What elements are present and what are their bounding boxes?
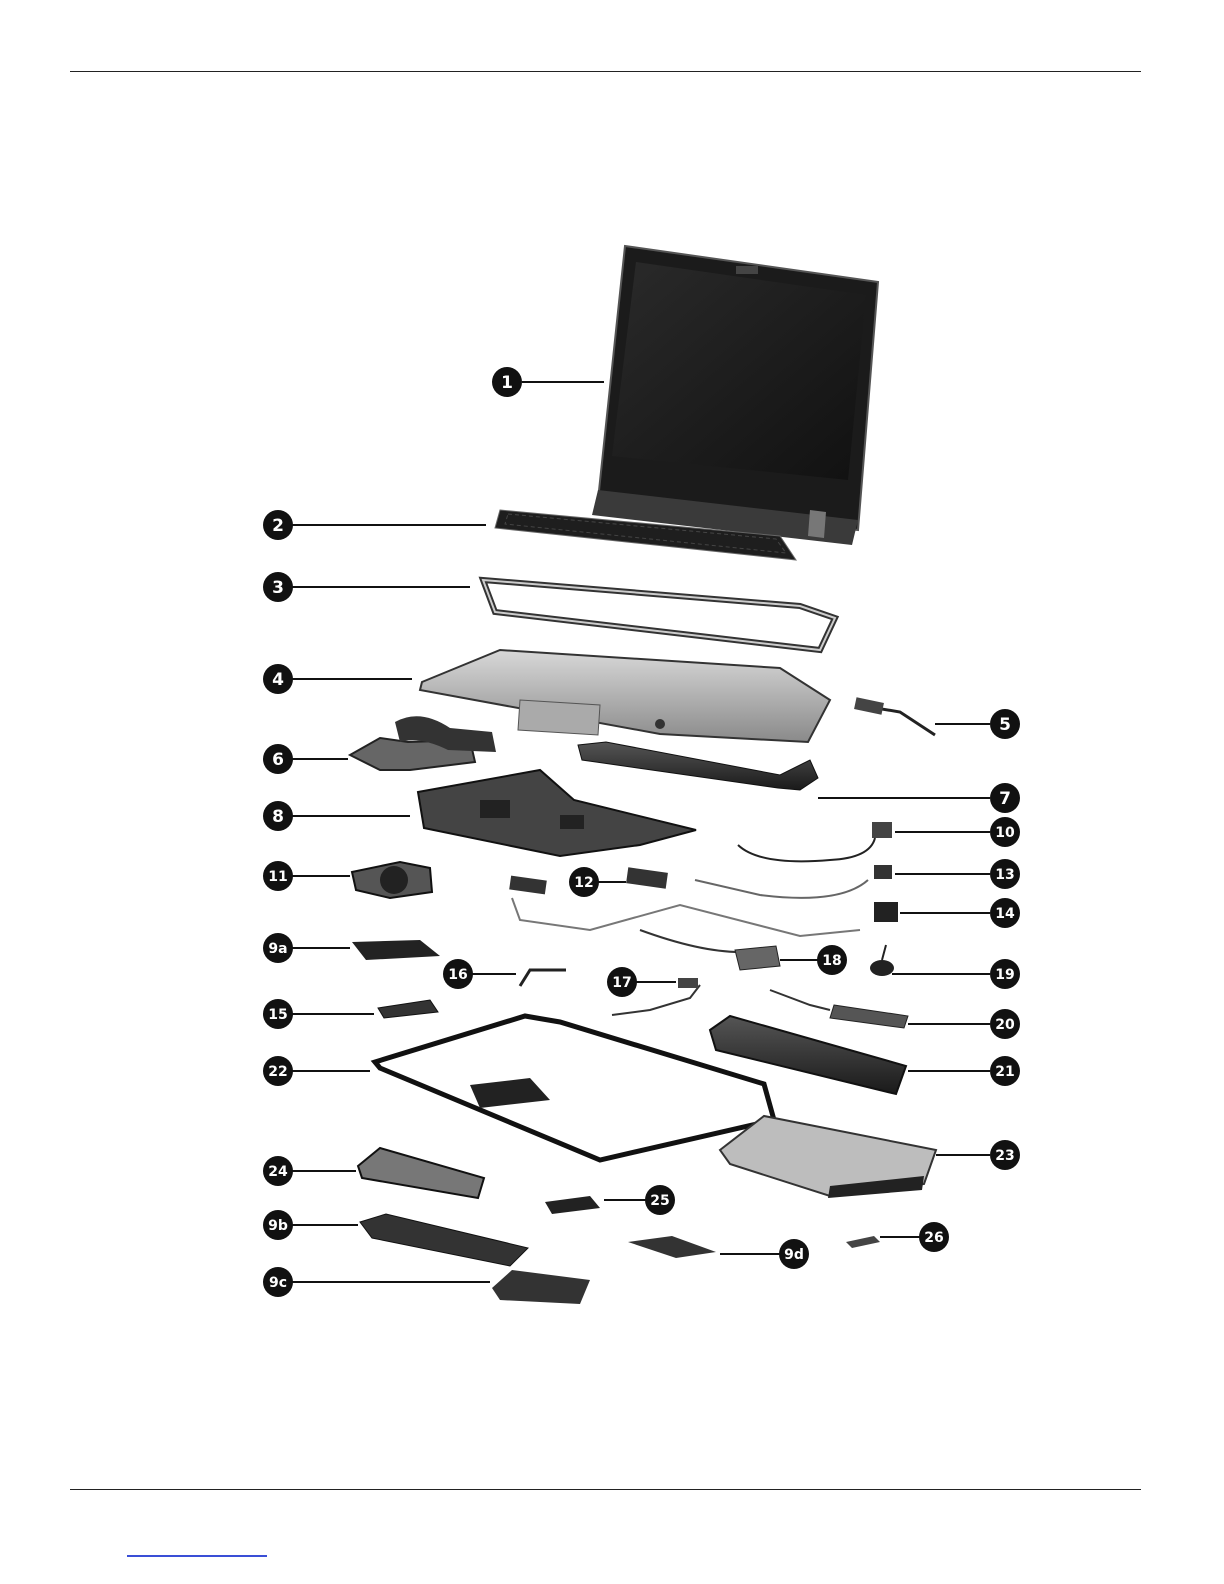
- callout-6-label: 6: [272, 750, 284, 770]
- callout-14-label: 14: [995, 906, 1015, 922]
- callout-2-label: 2: [272, 516, 284, 536]
- callout-12: 12: [569, 867, 599, 897]
- callout-9d-label: 9d: [784, 1247, 804, 1263]
- callout-26-label: 26: [924, 1230, 943, 1246]
- memory-module-cover: [352, 940, 440, 960]
- callout-8: 8: [263, 801, 293, 831]
- memory-module: [378, 1000, 438, 1018]
- callout-15-label: 15: [268, 1007, 287, 1023]
- hard-drive-cover: [360, 1214, 528, 1266]
- usb-board: [640, 930, 780, 970]
- callout-23: 23: [990, 1140, 1020, 1170]
- callout-18-label: 18: [822, 953, 841, 969]
- dc-in-cable: [695, 865, 892, 898]
- callout-15: 15: [263, 999, 293, 1029]
- callout-13: 13: [990, 859, 1020, 889]
- callout-17-label: 17: [612, 975, 631, 991]
- callout-16-label: 16: [448, 967, 467, 983]
- callout-9b: 9b: [263, 1210, 293, 1240]
- callout-22: 22: [263, 1056, 293, 1086]
- callout-18: 18: [817, 945, 847, 975]
- callout-21-label: 21: [995, 1064, 1014, 1080]
- callout-1: 1: [492, 367, 522, 397]
- wlan-cover: [492, 1270, 590, 1304]
- callout-9a: 9a: [263, 933, 293, 963]
- callout-9a-label: 9a: [268, 941, 287, 957]
- callout-9c-label: 9c: [269, 1275, 287, 1291]
- bluetooth-cable: [520, 970, 566, 986]
- callout-6: 6: [263, 744, 293, 774]
- callout-24-label: 24: [268, 1164, 288, 1180]
- callout-5: 5: [990, 709, 1020, 739]
- callout-26: 26: [919, 1222, 949, 1252]
- callout-7-label: 7: [999, 789, 1011, 809]
- callout-16: 16: [443, 959, 473, 989]
- callout-1-label: 1: [501, 373, 513, 393]
- callout-3-label: 3: [272, 578, 284, 598]
- callout-25: 25: [645, 1185, 675, 1215]
- rtc-battery: [870, 945, 894, 976]
- callout-11: 11: [263, 861, 293, 891]
- top-cover-frame: [483, 580, 835, 650]
- heat-sink: [350, 716, 496, 770]
- callout-23-label: 23: [995, 1148, 1014, 1164]
- display-assembly: [592, 246, 878, 545]
- rj11-jack: [874, 902, 898, 922]
- callout-11-label: 11: [268, 869, 287, 885]
- callout-17: 17: [607, 967, 637, 997]
- audio-board-cable: [738, 822, 892, 861]
- callout-20: 20: [990, 1009, 1020, 1039]
- system-board: [418, 770, 696, 856]
- callout-3: 3: [263, 572, 293, 602]
- optical-drive: [720, 1116, 936, 1198]
- callout-14: 14: [990, 898, 1020, 928]
- callout-21: 21: [990, 1056, 1020, 1086]
- power-button-board: [854, 697, 935, 735]
- speaker-assembly: [578, 742, 818, 790]
- callout-19: 19: [990, 959, 1020, 989]
- callout-10-label: 10: [995, 825, 1015, 841]
- callout-22-label: 22: [268, 1064, 287, 1080]
- top-cover: [420, 650, 830, 742]
- callout-19-label: 19: [995, 967, 1014, 983]
- callout-10: 10: [990, 817, 1020, 847]
- callout-9c: 9c: [263, 1267, 293, 1297]
- callout-25-label: 25: [650, 1193, 669, 1209]
- callout-12-label: 12: [574, 875, 593, 891]
- callout-20-label: 20: [995, 1017, 1015, 1033]
- wwan-cover: [628, 1236, 716, 1258]
- audio-usb-board: [770, 990, 908, 1028]
- callout-9d: 9d: [779, 1239, 809, 1269]
- callout-24: 24: [263, 1156, 293, 1186]
- callout-9b-label: 9b: [268, 1218, 288, 1234]
- callout-5-label: 5: [999, 715, 1011, 735]
- battery: [710, 1016, 906, 1094]
- callout-8-label: 8: [272, 807, 284, 827]
- callout-2: 2: [263, 510, 293, 540]
- hard-drive: [358, 1148, 484, 1198]
- bracket: [846, 1236, 880, 1248]
- callout-4-label: 4: [272, 670, 284, 690]
- callout-4: 4: [263, 664, 293, 694]
- fan: [352, 862, 432, 898]
- callout-7: 7: [990, 783, 1020, 813]
- callout-13-label: 13: [995, 867, 1014, 883]
- wwan-module: [545, 1196, 600, 1214]
- wlan-module: [509, 867, 860, 936]
